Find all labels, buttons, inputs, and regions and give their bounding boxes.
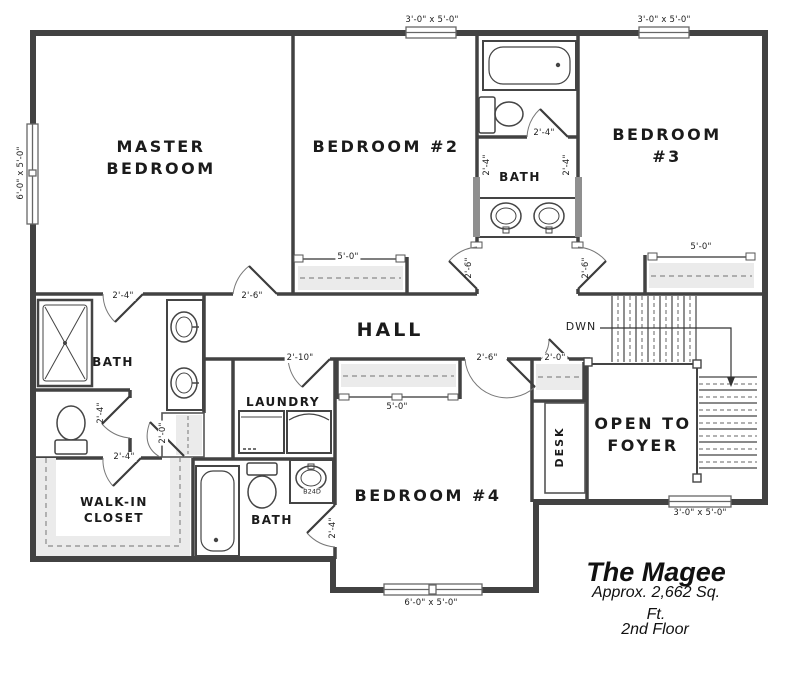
walkin-closet-door: [102, 457, 142, 487]
room-label-shared-bath: BATH: [499, 170, 541, 184]
shared-bath-toilet: [478, 96, 524, 134]
stairs-upper-run: [611, 296, 697, 362]
master-vanity-sinks: [166, 299, 204, 411]
exterior-wall: [30, 30, 768, 593]
linen-closet: [161, 412, 205, 458]
dim-shared-bath-pocket-right: 2'-4": [562, 154, 572, 176]
walkin-closet-shelves: [36, 458, 190, 556]
interior-walls: [33, 33, 765, 559]
dwn-arrow: [600, 327, 735, 387]
room-label-master-bath: BATH: [92, 355, 134, 369]
plan-floor: 2nd Floor: [621, 621, 689, 638]
hall-bath-door: [306, 504, 336, 548]
pocket-door-jambs: [470, 177, 584, 249]
master-bedroom-door: [232, 265, 278, 295]
dim-shared-bath-inner-door: 2'-4": [531, 128, 557, 138]
dim-bedroom2-closet: 5'-0": [335, 252, 361, 262]
dim-bedroom3-window: 3'-0" x 5'-0": [637, 15, 691, 25]
stairs-lower-run: [696, 364, 757, 478]
room-label-bedroom3: BEDROOM #3: [612, 125, 722, 166]
stairs-down-label: DWN: [565, 320, 597, 333]
plan-title: The Magee: [586, 557, 726, 587]
doors: [101, 108, 607, 548]
hall-bath-toilet: [246, 462, 278, 509]
dim-walkin-closet-door: 2'-4": [111, 452, 137, 462]
bedroom3-closet: [647, 252, 756, 288]
room-label-open-to-foyer: OPEN TO FOYER: [594, 414, 692, 455]
room-label-desk: DESK: [553, 426, 566, 468]
dim-shared-bath-pocket-left: 2'-4": [482, 154, 492, 176]
dim-bedroom2-window: 3'-0" x 5'-0": [405, 15, 459, 25]
stair-railing: [583, 357, 702, 483]
desk-area: [544, 402, 586, 494]
dim-bedroom3-closet: 5'-0": [690, 242, 712, 252]
plan-area: Approx. 2,662 Sq. Ft.: [591, 584, 721, 623]
room-label-hall: HALL: [356, 319, 424, 341]
laundry-door: [287, 358, 331, 388]
master-shower: [36, 298, 94, 388]
room-label-laundry: LAUNDRY: [245, 395, 321, 409]
bedroom2-window: [405, 26, 457, 39]
bedroom2-closet: [293, 254, 406, 290]
dim-bedroom4-window: 6'-0" x 5'-0": [404, 598, 458, 608]
hall-closet: [536, 364, 582, 390]
windows: [26, 26, 732, 596]
room-label-hall-bath: BATH: [251, 513, 293, 527]
dim-master-toilet-door: 2'-4": [96, 402, 106, 424]
closet-shelves: [36, 252, 756, 556]
room-label-master-bedroom: MASTER BEDROOM: [106, 137, 216, 178]
dim-bedroom4-closet: 5'-0": [386, 402, 408, 412]
hall-bath-tub: [195, 465, 240, 557]
bedroom4-door: [464, 358, 536, 399]
bedroom3-door: [577, 246, 607, 290]
dim-linen-closet-door: 2'-0": [158, 420, 168, 446]
dim-laundry-door: 2'-10": [284, 353, 316, 363]
master-window: [26, 123, 39, 225]
dim-hall-closet-door: 2'-0": [542, 353, 568, 363]
bedroom2-door: [448, 246, 478, 290]
master-toilet-door: [101, 395, 131, 439]
foyer-window: [668, 495, 732, 508]
hall-bath-sink: [289, 459, 334, 504]
room-label-bedroom2: BEDROOM #2: [312, 137, 460, 156]
dryer: [286, 410, 332, 454]
dim-bedroom2-door: 2'-6": [464, 257, 474, 279]
dim-foyer-window: 3'-0" x 5'-0": [673, 508, 727, 518]
shared-bath-inner-door: [526, 108, 569, 138]
bedroom3-window: [638, 26, 690, 39]
master-bath-door: [102, 293, 144, 323]
dim-master-bath-door: 2'-4": [110, 291, 136, 301]
sink-model-label: B24D: [301, 487, 323, 496]
washer: [238, 410, 285, 454]
dim-bedroom3-door: 2'-6": [581, 257, 591, 279]
room-label-walkin-closet: WALK-IN CLOSET: [80, 495, 148, 525]
dim-bedroom4-door: 2'-6": [474, 353, 500, 363]
bedroom4-window: [383, 583, 483, 596]
master-toilet: [54, 405, 88, 455]
shared-bath-tub: [482, 40, 577, 91]
dim-master-bedroom-door: 2'-6": [239, 291, 265, 301]
dim-master-window: 6'-0" x 5'-0": [16, 146, 26, 200]
dim-hall-bath-door: 2'-4": [328, 515, 338, 541]
shared-bath-vanity: [478, 197, 577, 238]
room-label-bedroom4: BEDROOM #4: [354, 486, 502, 505]
bedroom4-closet: [338, 364, 459, 401]
